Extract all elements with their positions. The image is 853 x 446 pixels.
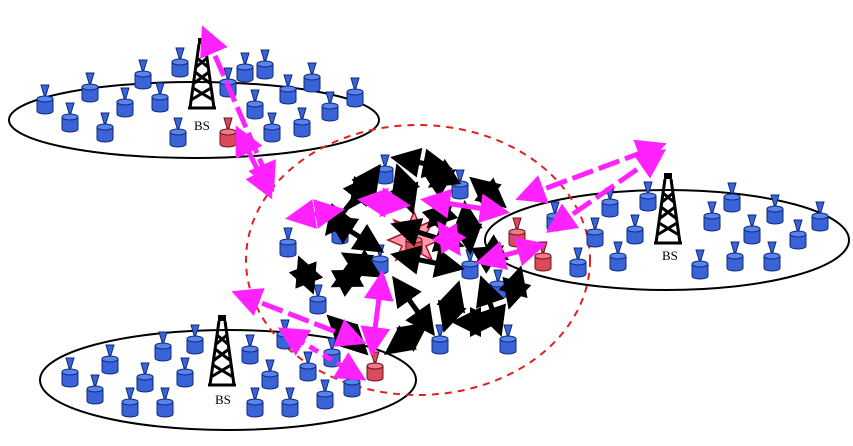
antenna-node-icon: [281, 387, 299, 418]
antenna-node-icon: [626, 214, 644, 245]
antenna-node-icon: [61, 102, 79, 133]
antenna-node-icon: [156, 387, 174, 418]
antenna-node-icon: [691, 249, 709, 280]
antenna-node-icon: [789, 219, 807, 250]
antenna-node-icon: [186, 324, 204, 355]
antenna-node-icon: [136, 362, 154, 393]
bs-label-right: BS: [662, 248, 678, 263]
antenna-node-icon: [81, 72, 99, 103]
antenna-node-icon: [303, 62, 321, 93]
antenna-node-icon: [703, 201, 721, 232]
antenna-node-icon: [61, 357, 79, 388]
antenna-node-icon: [569, 247, 587, 278]
antenna-node-icon: [169, 117, 187, 148]
antenna-node-icon: [279, 227, 297, 258]
antenna-node-icon: [246, 387, 264, 418]
antenna-node-icon: [316, 379, 334, 410]
antenna-node-icon: [451, 169, 469, 200]
antenna-node-icon: [263, 112, 281, 143]
d2d-cluster-boundary: [245, 124, 591, 396]
antenna-node-icon: [261, 359, 279, 390]
antenna-node-icon: [743, 214, 761, 245]
antenna-node-icon: [726, 241, 744, 272]
bs-label-top-left: BS: [194, 118, 210, 133]
antenna-node-icon: [723, 182, 741, 213]
antenna-node-icon: [101, 344, 119, 375]
antenna-node-icon: [489, 269, 507, 300]
antenna-node-icon: [134, 59, 152, 90]
antenna-node-icon: [241, 334, 259, 365]
antenna-node-icon: [586, 217, 604, 248]
bs-links: [200, 25, 667, 381]
bs-label-bottom-left: BS: [215, 392, 231, 407]
relay-node-icon: [508, 217, 526, 248]
antenna-node-icon: [293, 107, 311, 138]
antenna-node-icon: [151, 82, 169, 113]
antenna-node-icon: [346, 77, 364, 108]
antenna-node-icon: [431, 324, 449, 355]
antenna-node-icon: [763, 241, 781, 272]
antenna-node-icon: [176, 357, 194, 388]
antenna-node-icon: [171, 47, 189, 78]
antenna-node-icon: [461, 249, 479, 280]
antenna-node-icon: [499, 324, 517, 355]
antenna-node-icon: [236, 52, 254, 83]
antenna-node-icon: [116, 87, 134, 118]
antenna-node-icon: [256, 49, 274, 80]
base-station-tower-icon: [652, 171, 684, 245]
cell-bottom-left: [39, 329, 417, 431]
antenna-node-icon: [246, 89, 264, 120]
antenna-node-icon: [121, 387, 139, 418]
antenna-node-icon: [811, 201, 829, 232]
antenna-node-icon: [154, 331, 172, 362]
antenna-node-icon: [36, 84, 54, 115]
antenna-node-icon: [86, 374, 104, 405]
antenna-node-icon: [299, 351, 317, 382]
antenna-node-icon: [96, 112, 114, 143]
antenna-node-icon: [639, 181, 657, 212]
relay-node-icon: [219, 117, 237, 148]
antenna-node-icon: [279, 74, 297, 105]
antenna-node-icon: [609, 241, 627, 272]
base-station-tower-icon: [206, 313, 238, 387]
relay-node-icon: [366, 351, 384, 382]
